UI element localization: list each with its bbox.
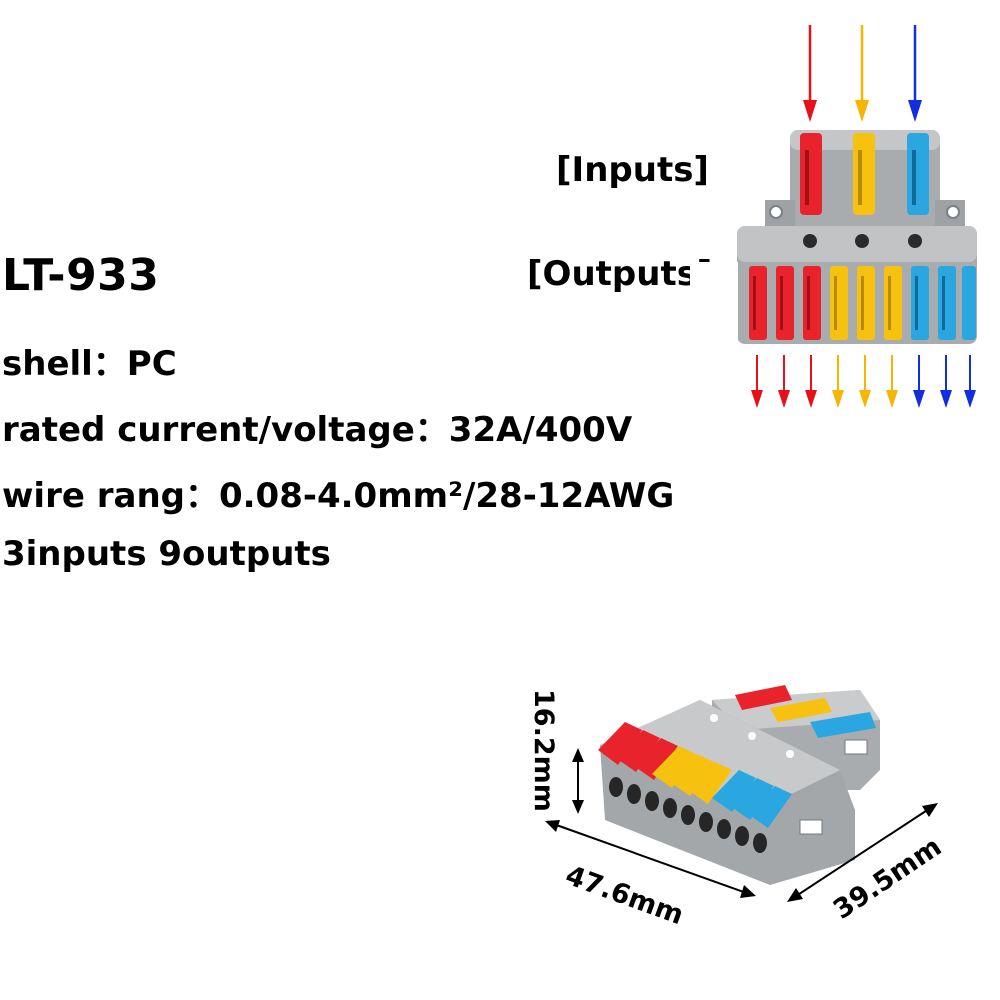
connector-3d-view <box>598 685 880 885</box>
output-levers <box>598 722 792 828</box>
spec-rated: rated current/voltage：32A/400V <box>2 410 633 450</box>
spec-shell: shell：PC <box>2 344 177 384</box>
model-title: LT-933 <box>2 250 160 301</box>
output-arrows <box>751 355 976 408</box>
dimension-height <box>572 748 584 814</box>
arrow-down-icon-yellow <box>855 25 869 122</box>
dimension-depth <box>787 803 938 902</box>
outputs-label: [Outputs] <box>527 254 713 294</box>
dimension-width <box>545 820 756 898</box>
connector-top-view <box>690 130 977 344</box>
spec-io-count: 3inputs 9outputs <box>2 534 331 574</box>
input-arrows <box>803 25 922 122</box>
inputs-label: [Inputs] <box>556 150 709 190</box>
arrow-down-icon-red <box>751 355 817 408</box>
wire-holes <box>609 777 767 853</box>
dim-label-height: 16.2mm <box>528 689 559 812</box>
arrow-down-icon-blue <box>913 355 976 408</box>
spec-wire-range: wire rang：0.08-4.0mm²/28-12AWG <box>2 476 675 516</box>
arrow-down-icon-blue <box>908 25 922 122</box>
arrow-down-icon-yellow <box>832 355 898 408</box>
arrow-down-icon-red <box>803 25 817 122</box>
